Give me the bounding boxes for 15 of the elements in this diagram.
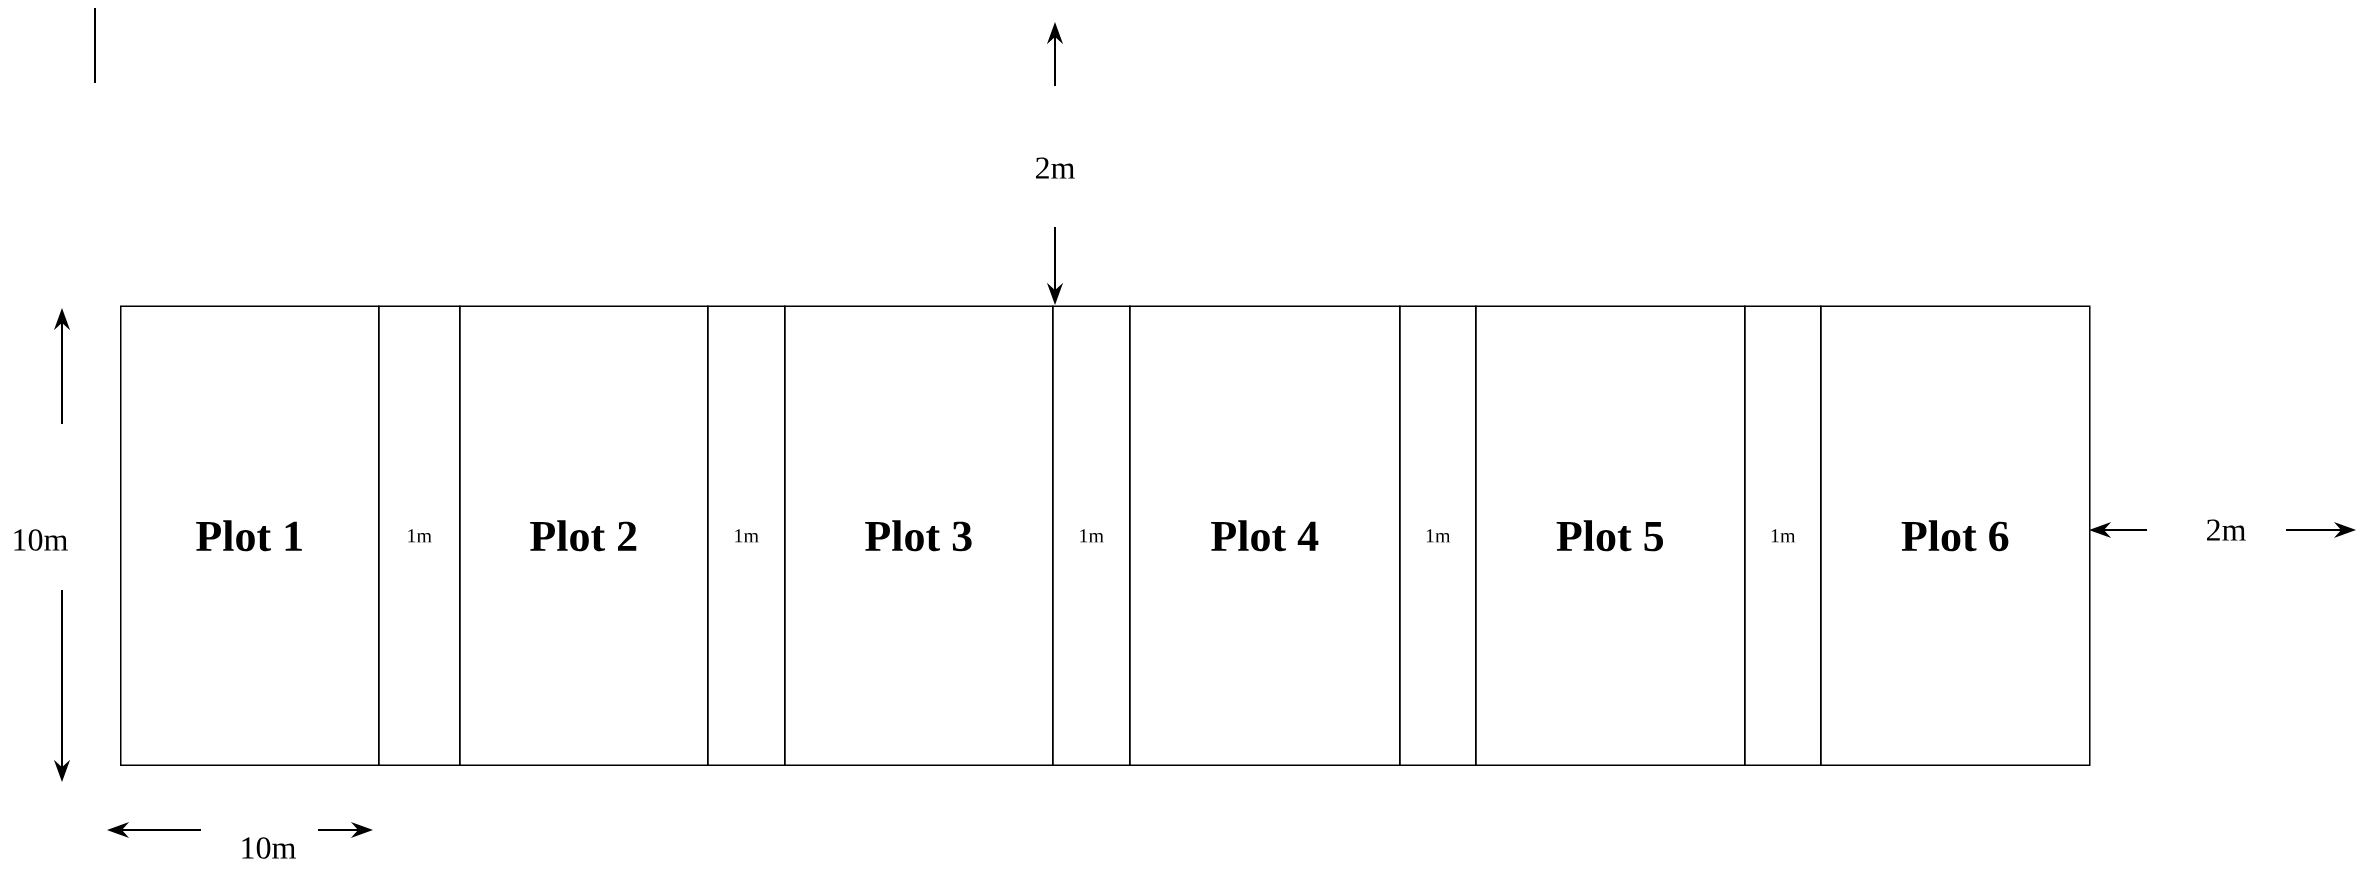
- alley-strip: 1m: [378, 305, 461, 766]
- dimension-label: 2m: [1036, 157, 1075, 179]
- dimension-label: 10m: [14, 529, 68, 551]
- plot-box: Plot 5: [1475, 305, 1746, 766]
- alley-strip: 1m: [1744, 305, 1822, 766]
- plot-box: Plot 2: [459, 305, 709, 766]
- plot-box: Plot 6: [1820, 305, 2091, 766]
- plot-box: Plot 1: [120, 305, 380, 766]
- dimension-label: 10m: [242, 837, 296, 859]
- plot-box: Plot 3: [784, 305, 1054, 766]
- dimension-label: 2m: [2207, 519, 2246, 541]
- alley-strip: 1m: [1052, 305, 1131, 766]
- alley-strip: 1m: [1399, 305, 1477, 766]
- plot-box: Plot 4: [1129, 305, 1401, 766]
- alley-strip: 1m: [707, 305, 786, 766]
